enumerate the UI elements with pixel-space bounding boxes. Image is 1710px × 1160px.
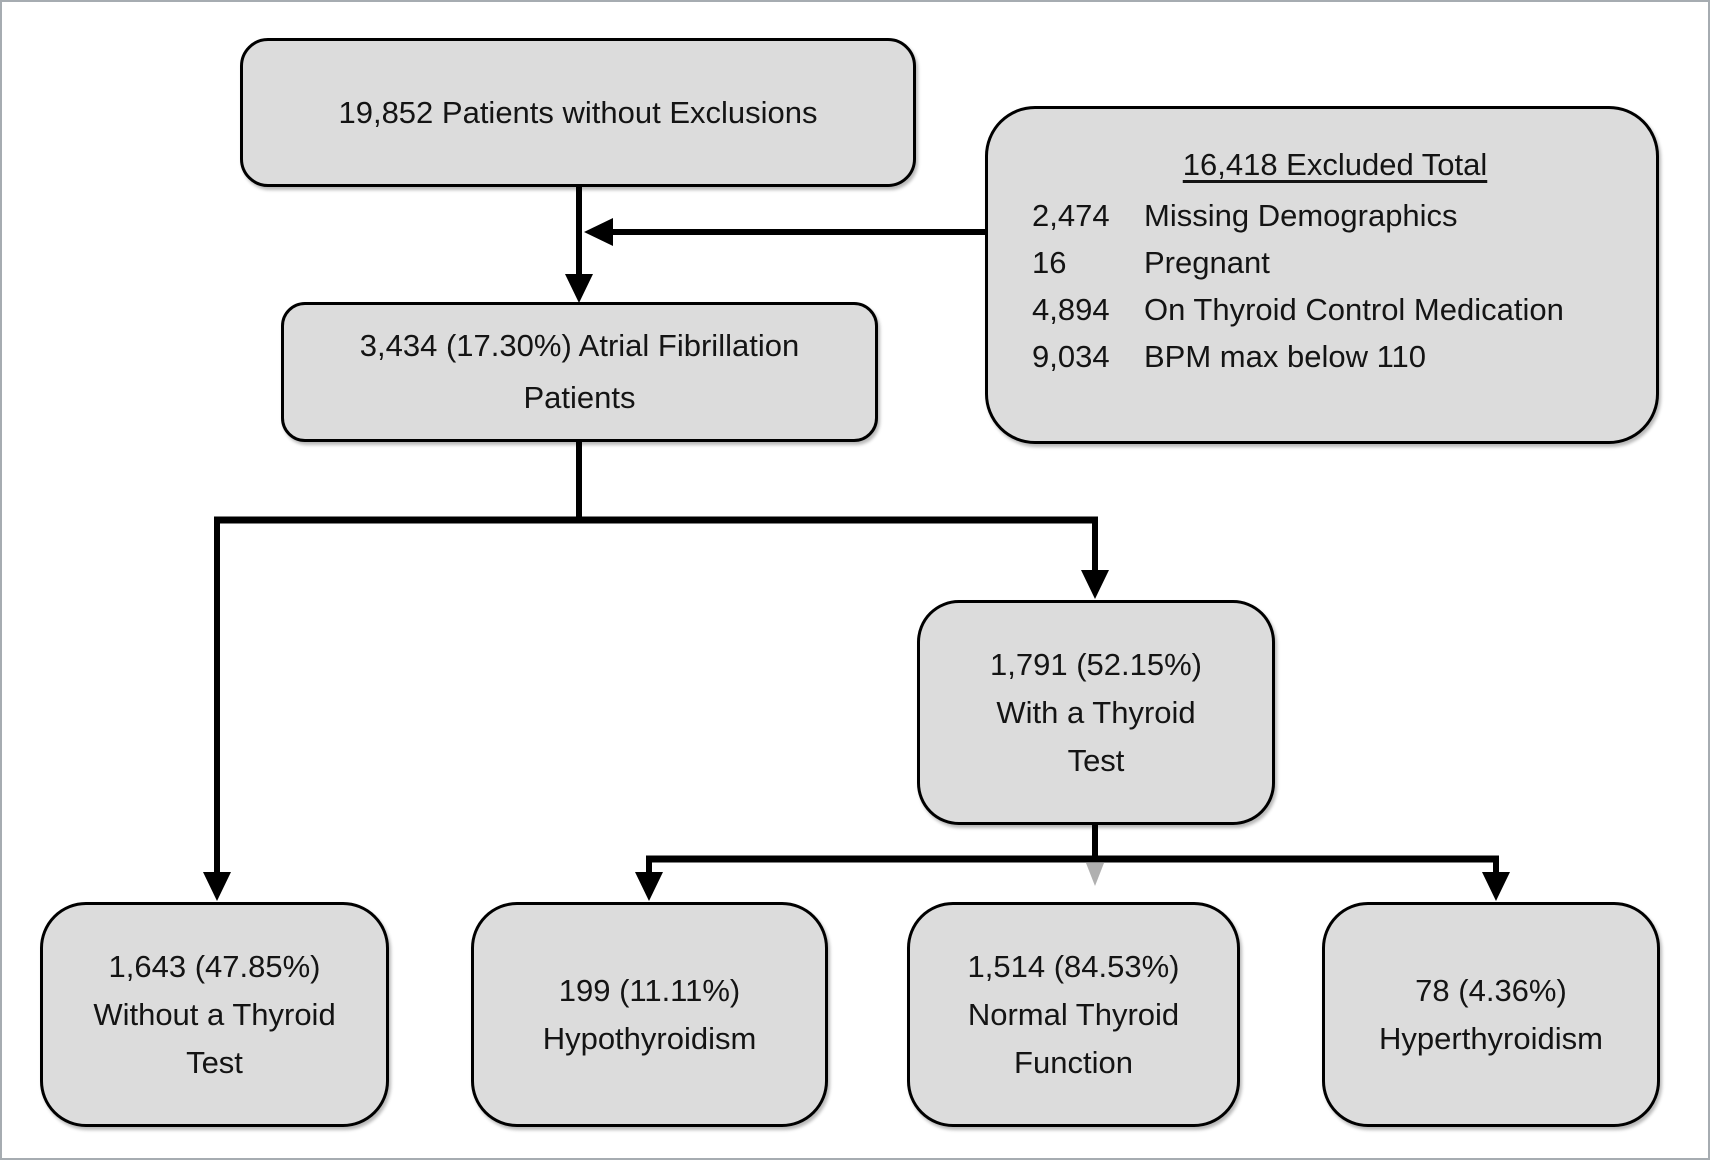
hypo-line-2: Hypothyroidism <box>542 1020 757 1056</box>
afib-line-1: 3,434 (17.30%) Atrial Fibrillation <box>359 328 800 363</box>
with-test-line-3: Test <box>1067 742 1125 778</box>
normal-line-1: 1,514 (84.53%) <box>967 948 1180 984</box>
box-hypothyroidism: 199 (11.11%) Hypothyroidism <box>471 902 828 1127</box>
excluded-count: 2,474 <box>1032 198 1110 233</box>
excluded-reason: Pregnant <box>1144 245 1270 280</box>
hyper-line-2: Hyperthyroidism <box>1379 1020 1603 1056</box>
faint-arrow-into-normal-box <box>1086 863 1104 886</box>
arrow-excluded-head <box>584 218 613 246</box>
normal-line-2: Normal Thyroid <box>967 996 1180 1032</box>
excluded-row-bpm-below-110: 9,034 BPM max below 110 <box>1032 333 1638 380</box>
box-hyperthyroidism: 78 (4.36%) Hyperthyroidism <box>1322 902 1660 1127</box>
without-test-line-1: 1,643 (47.85%) <box>108 948 321 984</box>
with-test-line-1: 1,791 (52.15%) <box>990 646 1202 682</box>
without-test-line-3: Test <box>186 1044 243 1080</box>
excluded-total-title: 16,418 Excluded Total <box>1182 147 1488 182</box>
excluded-reason: Missing Demographics <box>1144 198 1458 233</box>
box-patients-without-exclusions: 19,852 Patients without Exclusions <box>240 38 916 187</box>
arrow-hypo-head <box>635 872 663 901</box>
excluded-count: 16 <box>1032 245 1067 280</box>
with-test-line-2: With a Thyroid <box>996 694 1196 730</box>
box-patients-without-exclusions-label: 19,852 Patients without Exclusions <box>338 94 818 130</box>
box-atrial-fibrillation-patients: 3,434 (17.30%) Atrial Fibrillation Patie… <box>281 302 878 442</box>
excluded-row-thyroid-medication: 4,894 On Thyroid Control Medication <box>1032 286 1638 333</box>
excluded-row-pregnant: 16 Pregnant <box>1032 239 1638 286</box>
box-without-thyroid-test: 1,643 (47.85%) Without a Thyroid Test <box>40 902 389 1127</box>
excluded-reason: On Thyroid Control Medication <box>1144 292 1564 327</box>
arrow-without-test-head <box>203 872 231 901</box>
excluded-count: 9,034 <box>1032 339 1110 374</box>
arrow-total-to-afib-head <box>565 274 593 303</box>
without-test-line-2: Without a Thyroid <box>93 996 336 1032</box>
box-normal-thyroid-function: 1,514 (84.53%) Normal Thyroid Function <box>907 902 1240 1127</box>
hyper-line-1: 78 (4.36%) <box>1415 972 1567 1008</box>
excluded-count: 4,894 <box>1032 292 1110 327</box>
box-excluded-total: 16,418 Excluded Total 2,474 Missing Demo… <box>985 106 1659 444</box>
afib-line-2: Patients <box>523 380 636 415</box>
arrow-hyper-head <box>1482 872 1510 901</box>
excluded-row-missing-demographics: 2,474 Missing Demographics <box>1032 192 1638 239</box>
box-with-thyroid-test: 1,791 (52.15%) With a Thyroid Test <box>917 600 1275 825</box>
normal-line-3: Function <box>1014 1044 1133 1080</box>
arrow-with-test-head <box>1081 570 1109 599</box>
excluded-reason: BPM max below 110 <box>1144 339 1426 374</box>
hypo-line-1: 199 (11.11%) <box>558 972 741 1008</box>
